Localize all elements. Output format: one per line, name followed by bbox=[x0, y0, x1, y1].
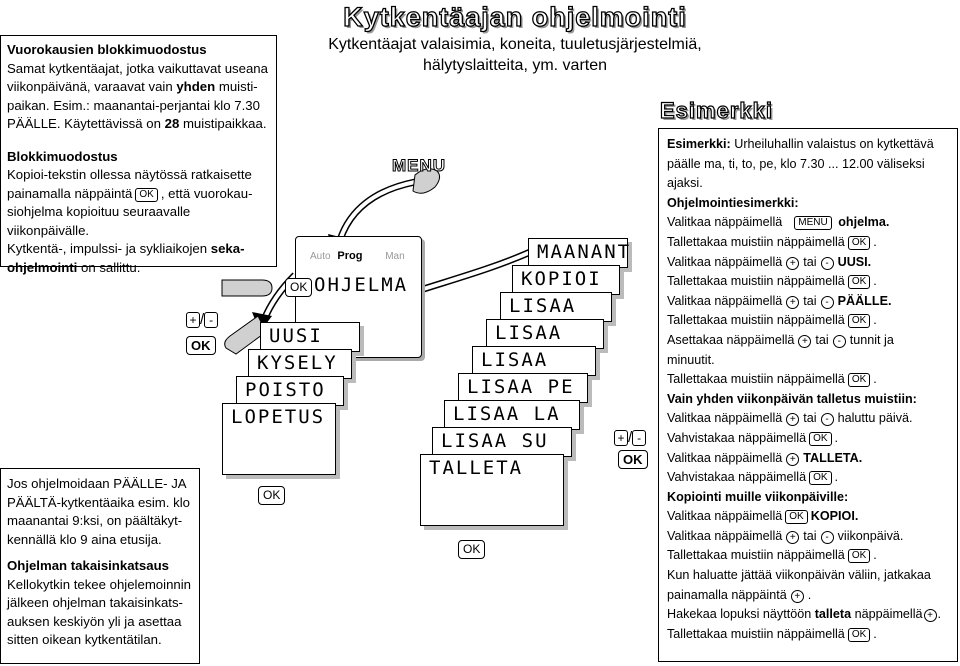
plus-icon: + bbox=[786, 295, 800, 309]
menu-arrow bbox=[336, 178, 416, 242]
prog-example-heading: Ohjelmointiesimerkki: bbox=[667, 195, 799, 210]
minus-icon: - bbox=[832, 334, 846, 348]
ok-key-talleta[interactable]: OK bbox=[458, 540, 486, 559]
plus-minus-keys-left[interactable]: +/- bbox=[186, 312, 219, 328]
mode-row: Auto Prog Man bbox=[310, 250, 405, 262]
copy-heading: Kopiointi muille viikonpäiville: bbox=[667, 489, 849, 504]
ok-key-left[interactable]: OK bbox=[186, 336, 216, 355]
plus-key[interactable]: + bbox=[186, 312, 200, 328]
lcd-lisaa-su: LISAA SU bbox=[432, 427, 572, 457]
ok-key-icon: OK bbox=[847, 235, 871, 250]
ok-key-right[interactable]: OK bbox=[618, 450, 648, 469]
plus-icon: + bbox=[790, 589, 804, 603]
menu-key-icon: MENU bbox=[794, 216, 832, 231]
lcd-kysely: KYSELY bbox=[248, 349, 352, 379]
minus-icon: - bbox=[820, 295, 834, 309]
single-day-heading: Vain yhden viikonpäivän talletus muistii… bbox=[667, 391, 917, 406]
lcd-kopioi: KOPIOI bbox=[512, 265, 620, 295]
menu-label: MENU bbox=[391, 156, 447, 176]
page-title: Kytkentäajan ohjelmointi bbox=[343, 1, 687, 32]
mode-man: Man bbox=[385, 251, 405, 262]
lcd-lopetus: LOPETUS bbox=[222, 403, 336, 475]
plus-icon: + bbox=[798, 334, 812, 348]
ok-key-icon: OK bbox=[847, 627, 871, 642]
block-info-box: Vuorokausien blokkimuodostus Samat kytke… bbox=[0, 35, 277, 275]
ok-key-icon: OK bbox=[847, 275, 871, 290]
examples-box: Esimerkki: Urheiluhallin valaistus on ky… bbox=[658, 128, 958, 662]
ok-key-icon: OK bbox=[809, 431, 832, 446]
plus-minus-keys-right[interactable]: +/- bbox=[614, 430, 647, 446]
lcd-lisaa-pe: LISAA PE bbox=[458, 373, 588, 403]
ok-key-icon: OK bbox=[847, 549, 871, 564]
ok-key-icon: OK bbox=[785, 510, 808, 525]
review-heading: Ohjelman takaisinkatsaus bbox=[7, 558, 169, 573]
plus-icon: + bbox=[923, 609, 937, 623]
lcd-maanant: MAANANT bbox=[528, 238, 629, 268]
mode-prog: Prog bbox=[337, 250, 363, 262]
ok-key-icon: OK bbox=[809, 471, 832, 486]
mode-auto: Auto bbox=[310, 251, 331, 262]
minus-key-right[interactable]: - bbox=[632, 430, 647, 446]
examples-heading: Esimerkki bbox=[659, 97, 773, 123]
finger-icon bbox=[412, 168, 441, 194]
ok-key-icon: OK bbox=[135, 187, 158, 202]
plus-icon: + bbox=[786, 256, 800, 270]
blokki-heading: Blokkimuodostus bbox=[7, 148, 118, 164]
lcd-lisaa-ke: LISAA KE bbox=[486, 319, 604, 366]
block-heading: Vuorokausien blokkimuodostus bbox=[7, 42, 207, 57]
page-subtitle: Kytkentäajat valaisimia, koneita, tuulet… bbox=[328, 36, 702, 74]
info-bottom-box: Jos ohjelmoidaan PÄÄLLE- JA PÄÄLTÄ-kytke… bbox=[0, 468, 200, 664]
lcd-talleta: TALLETA bbox=[420, 454, 564, 526]
main-screen: OHJELMA bbox=[314, 274, 409, 296]
lcd-uusi: UUSI bbox=[260, 322, 360, 352]
minus-icon: - bbox=[820, 256, 834, 270]
ok-key-icon: OK bbox=[847, 373, 871, 388]
ok-key-main[interactable]: OK bbox=[285, 278, 313, 297]
plus-icon: + bbox=[786, 413, 800, 427]
minus-icon: - bbox=[820, 413, 834, 427]
hand-icon bbox=[221, 279, 273, 297]
ok-key-lopetus[interactable]: OK bbox=[258, 486, 286, 505]
plus-icon: + bbox=[786, 530, 800, 544]
lcd-poisto: POISTO bbox=[236, 376, 344, 406]
minus-icon: - bbox=[820, 530, 834, 544]
minus-key[interactable]: - bbox=[204, 312, 219, 328]
plus-key-right[interactable]: + bbox=[614, 430, 628, 446]
lcd-lisaa-to: LISAA TO bbox=[472, 346, 596, 393]
lcd-lisaa-ti: LISAA TI bbox=[500, 292, 612, 339]
ok-key-icon: OK bbox=[847, 314, 871, 329]
plus-icon: + bbox=[786, 452, 800, 466]
lcd-lisaa-la: LISAA LA bbox=[444, 400, 580, 430]
hand-icon-2 bbox=[224, 315, 267, 355]
